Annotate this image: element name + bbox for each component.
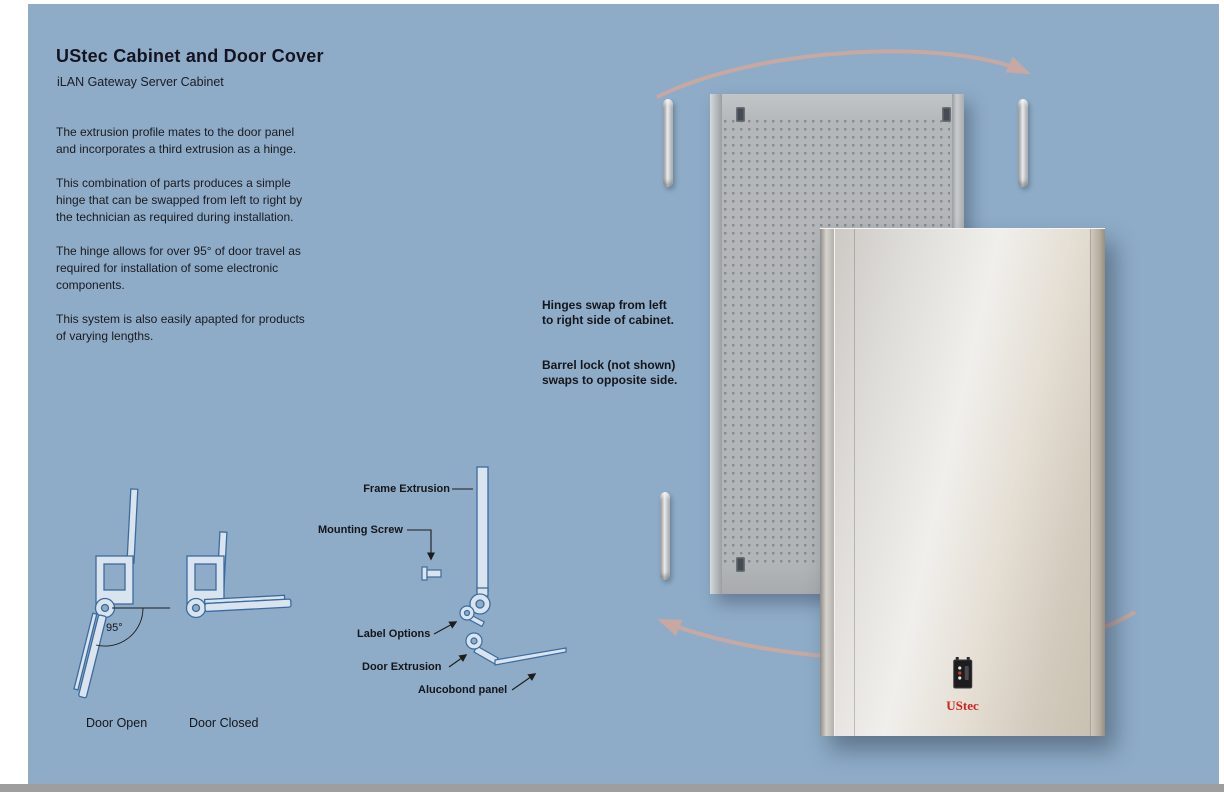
hinge-clip-top-right bbox=[942, 107, 951, 122]
door-cover-panel: UStec bbox=[820, 228, 1105, 736]
hinge-clip-bottom-left bbox=[736, 557, 745, 572]
door-logo: UStec bbox=[946, 657, 979, 714]
page-subtitle: iLAN Gateway Server Cabinet bbox=[57, 75, 224, 89]
hinge-pin-top-right bbox=[1018, 99, 1028, 187]
label-door-open: Door Open bbox=[86, 716, 148, 730]
label-label-options: Label Options bbox=[357, 628, 431, 640]
callout-hinges-swap: Hinges swap from left to right side of c… bbox=[542, 298, 675, 327]
label-frame-extrusion: Frame Extrusion bbox=[363, 483, 450, 495]
brand-name: UStec bbox=[946, 698, 979, 713]
door-edge-right bbox=[1090, 229, 1105, 736]
callout-barrel-lock: Barrel lock (not shown) swaps to opposit… bbox=[542, 358, 678, 387]
intro-paragraphs: The extrusion profile mates to the door … bbox=[56, 124, 396, 362]
door-hinge-edge-left bbox=[820, 229, 835, 736]
door-seam-line bbox=[854, 229, 855, 736]
intro-paragraph: This system is also easily apapted for p… bbox=[56, 312, 305, 343]
hinge-pin-bottom-left bbox=[660, 492, 670, 580]
cabinet-left-rail bbox=[710, 94, 722, 594]
label-mounting-screw: Mounting Screw bbox=[318, 524, 403, 536]
hinge-pin-top-left bbox=[663, 99, 673, 187]
ustec-device-icon bbox=[953, 657, 972, 689]
intro-paragraph: This combination of parts produces a sim… bbox=[56, 176, 303, 224]
hinge-clip-top-left bbox=[736, 107, 745, 122]
bottom-border-strip bbox=[0, 784, 1224, 792]
page-title: UStec Cabinet and Door Cover bbox=[56, 46, 324, 66]
intro-paragraph: The hinge allows for over 95° of door tr… bbox=[56, 244, 301, 292]
label-alucobond-panel: Alucobond panel bbox=[418, 684, 508, 696]
label-door-closed: Door Closed bbox=[189, 716, 259, 730]
label-door-extrusion: Door Extrusion bbox=[362, 661, 442, 673]
label-door-angle: 95° bbox=[106, 622, 123, 634]
intro-paragraph: The extrusion profile mates to the door … bbox=[56, 125, 297, 156]
